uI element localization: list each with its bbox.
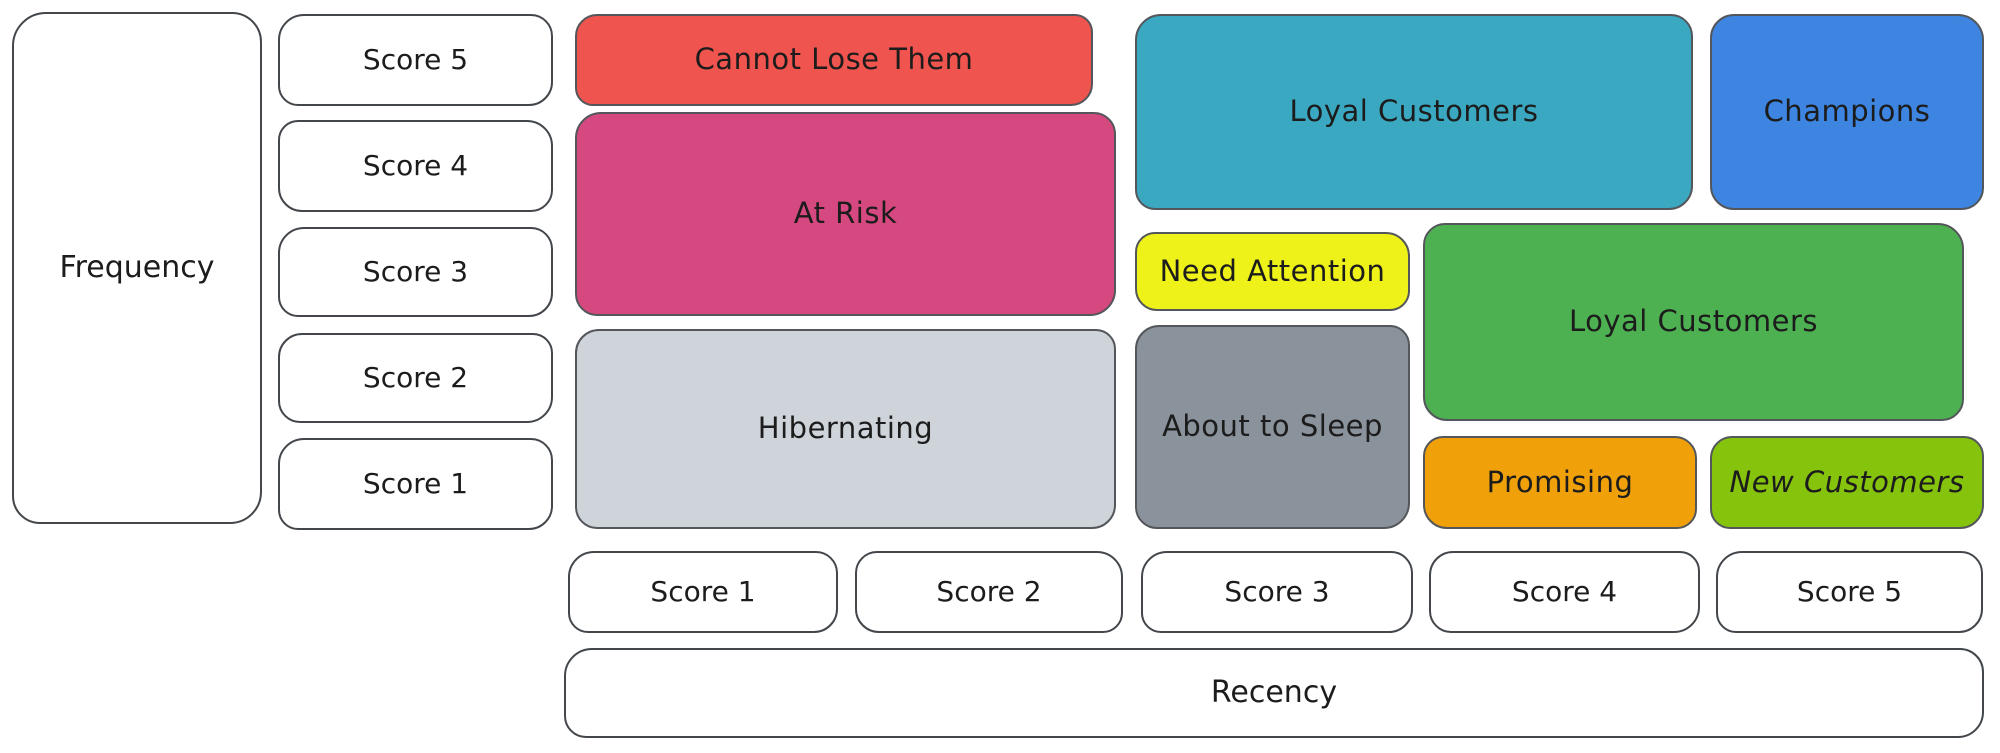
recency-score-box-1: Score 1 xyxy=(568,551,838,633)
segment-need-attention-box: Need Attention xyxy=(1135,232,1410,311)
recency-score-label-2: Score 2 xyxy=(936,574,1042,608)
recency-axis-box: Recency xyxy=(564,648,1984,738)
segment-cannot-lose-them-box: Cannot Lose Them xyxy=(575,14,1093,106)
recency-score-label-4: Score 4 xyxy=(1511,574,1618,608)
segment-about-to-sleep-box: About to Sleep xyxy=(1135,325,1410,529)
segment-need-attention-label: Need Attention xyxy=(1159,253,1386,288)
recency-score-label-5: Score 5 xyxy=(1796,574,1903,608)
freq-score-label-4: Score 4 xyxy=(362,148,469,182)
freq-score-label-2: Score 2 xyxy=(362,360,469,394)
segment-loyal-customers-teal-label: Loyal Customers xyxy=(1289,94,1539,129)
freq-score-label-5: Score 5 xyxy=(362,42,469,76)
freq-score-label-3: Score 3 xyxy=(362,254,469,288)
recency-score-box-5: Score 5 xyxy=(1716,551,1983,633)
recency-score-label-1: Score 1 xyxy=(650,574,756,608)
frequency-axis-box: Frequency xyxy=(12,12,262,524)
segment-hibernating-box: Hibernating xyxy=(575,329,1116,529)
freq-score-box-5: Score 5 xyxy=(278,14,553,106)
segment-champions-box: Champions xyxy=(1710,14,1984,210)
segment-promising-label: Promising xyxy=(1486,464,1634,499)
segment-hibernating-label: Hibernating xyxy=(757,411,934,446)
freq-score-box-1: Score 1 xyxy=(278,438,553,530)
segment-loyal-customers-green-label: Loyal Customers xyxy=(1568,304,1819,339)
segment-loyal-customers-green-box: Loyal Customers xyxy=(1423,223,1964,421)
segment-loyal-customers-teal-box: Loyal Customers xyxy=(1135,14,1693,210)
frequency-axis-label: Frequency xyxy=(59,249,215,285)
freq-score-box-4: Score 4 xyxy=(278,120,553,212)
recency-score-box-3: Score 3 xyxy=(1141,551,1413,633)
segment-at-risk-label: At Risk xyxy=(793,196,898,231)
segment-new-customers-label: New Customers xyxy=(1729,464,1965,499)
recency-score-label-3: Score 3 xyxy=(1224,574,1330,608)
segment-champions-label: Champions xyxy=(1763,94,1931,129)
segment-about-to-sleep-label: About to Sleep xyxy=(1162,409,1383,444)
freq-score-label-1: Score 1 xyxy=(362,466,469,500)
recency-score-box-2: Score 2 xyxy=(855,551,1123,633)
recency-score-box-4: Score 4 xyxy=(1429,551,1700,633)
freq-score-box-2: Score 2 xyxy=(278,333,553,423)
segment-promising-box: Promising xyxy=(1423,436,1697,529)
freq-score-box-3: Score 3 xyxy=(278,227,553,317)
recency-axis-label: Recency xyxy=(1210,674,1338,710)
segment-new-customers-box: New Customers xyxy=(1710,436,1984,529)
segment-at-risk-box: At Risk xyxy=(575,112,1116,316)
segment-cannot-lose-them-label: Cannot Lose Them xyxy=(694,42,974,77)
